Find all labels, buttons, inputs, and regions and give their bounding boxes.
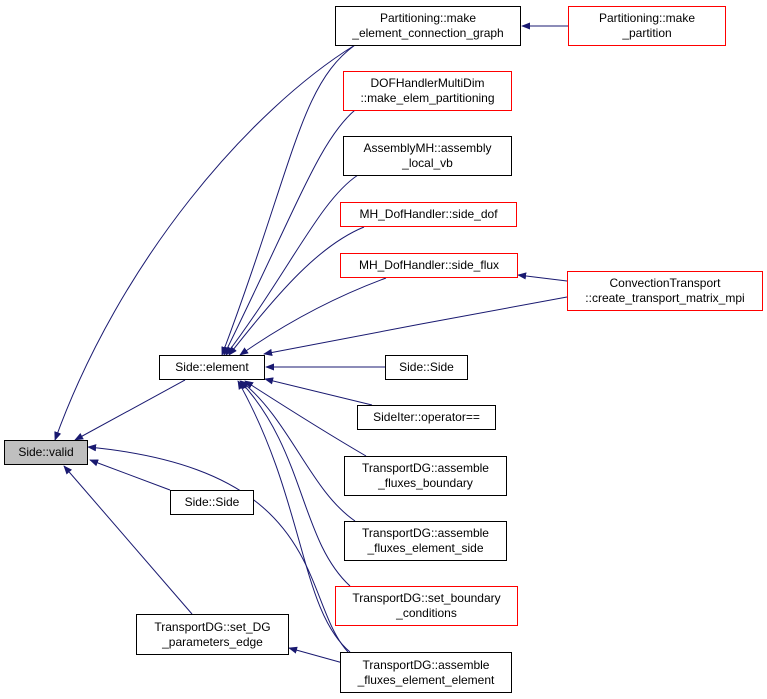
edge-felement-to-setdg <box>288 646 344 664</box>
node-assemble-fluxes-element-side[interactable]: TransportDG::assemble_fluxes_element_sid… <box>344 521 507 561</box>
node-label: _local_vb <box>402 156 453 170</box>
node-assembly-local-vb[interactable]: AssemblyMH::assembly_local_vb <box>343 136 512 176</box>
node-set-dg-parameters-edge[interactable]: TransportDG::set_DG_parameters_edge <box>136 614 289 655</box>
node-label: _partition <box>622 26 672 40</box>
node-assemble-fluxes-boundary[interactable]: TransportDG::assemble_fluxes_boundary <box>344 456 507 496</box>
node-label: Partitioning::make <box>598 11 696 25</box>
node-label: SideIter::operator== <box>373 410 480 424</box>
edge-sideiter-to-element <box>264 377 373 406</box>
node-label: _element_connection_graph <box>352 26 504 40</box>
node-make-partition[interactable]: Partitioning::make_partition <box>568 6 726 46</box>
node-side-valid: Side::valid <box>4 440 88 465</box>
edge-conngraph-to-element <box>221 44 356 356</box>
node-label: MH_DofHandler::side_dof <box>359 207 498 221</box>
node-label: ::make_elem_partitioning <box>360 91 495 105</box>
node-label: Side::Side <box>184 495 240 509</box>
node-label: AssemblyMH::assembly <box>363 141 492 155</box>
edge-felement-to-valid <box>87 444 349 653</box>
node-create-transport-matrix-mpi[interactable]: ConvectionTransport::create_transport_ma… <box>567 271 763 311</box>
edge-bcond-to-element <box>239 380 351 587</box>
node-label: _fluxes_element_side <box>367 541 484 555</box>
node-label: TransportDG::assemble <box>362 526 489 540</box>
edge-element-to-valid <box>74 379 186 441</box>
edge-setdg-to-valid <box>63 465 193 615</box>
node-side-side-left[interactable]: Side::Side <box>170 490 254 515</box>
node-label: Partitioning::make <box>379 11 477 25</box>
node-label: Side::element <box>175 360 249 374</box>
node-label: ConvectionTransport <box>609 276 721 290</box>
edge-sidedof-to-element <box>228 226 365 356</box>
node-label: _fluxes_element_element <box>357 672 495 687</box>
edge-felement-to-element <box>237 380 351 653</box>
node-label: TransportDG::assemble <box>362 461 489 475</box>
node-side-flux[interactable]: MH_DofHandler::side_flux <box>340 253 518 278</box>
node-label: DOFHandlerMultiDim <box>370 76 485 90</box>
node-make-element-connection-graph[interactable]: Partitioning::make_element_connection_gr… <box>335 6 521 46</box>
node-sideiter-operator-eq[interactable]: SideIter::operator== <box>357 405 496 430</box>
edge-dofhandler-to-element <box>223 109 356 356</box>
edge-sideleft-to-valid <box>89 459 171 491</box>
node-label: _parameters_edge <box>162 634 263 649</box>
node-label: Side::Side <box>399 360 454 374</box>
node-assemble-fluxes-element-element[interactable]: TransportDG::assemble_fluxes_element_ele… <box>340 652 512 693</box>
node-label: TransportDG::set_boundary <box>352 591 501 605</box>
node-side-side-right[interactable]: Side::Side <box>385 355 468 380</box>
edge-convection-to-element <box>263 296 568 356</box>
node-label: ::create_transport_matrix_mpi <box>585 291 745 305</box>
node-label: _conditions <box>396 606 457 620</box>
edge-sideflux-to-element <box>239 277 387 356</box>
node-make-elem-partitioning[interactable]: DOFHandlerMultiDim::make_elem_partitioni… <box>343 71 512 111</box>
edge-fboundary-to-element <box>244 380 367 457</box>
edge-convection-to-sideflux <box>517 272 568 282</box>
edge-assembly-to-element <box>225 174 359 356</box>
edge-conngraph-to-valid <box>54 44 356 441</box>
edge-fside-to-element <box>240 380 356 522</box>
node-side-element[interactable]: Side::element <box>159 355 265 380</box>
node-side-dof[interactable]: MH_DofHandler::side_dof <box>340 202 517 227</box>
node-label: _fluxes_boundary <box>378 476 473 490</box>
node-label: TransportDG::assemble <box>362 657 490 672</box>
node-label: Side::valid <box>18 445 74 459</box>
node-set-boundary-conditions[interactable]: TransportDG::set_boundary_conditions <box>335 586 518 626</box>
node-label: TransportDG::set_DG <box>154 619 271 634</box>
node-label: MH_DofHandler::side_flux <box>358 258 500 272</box>
